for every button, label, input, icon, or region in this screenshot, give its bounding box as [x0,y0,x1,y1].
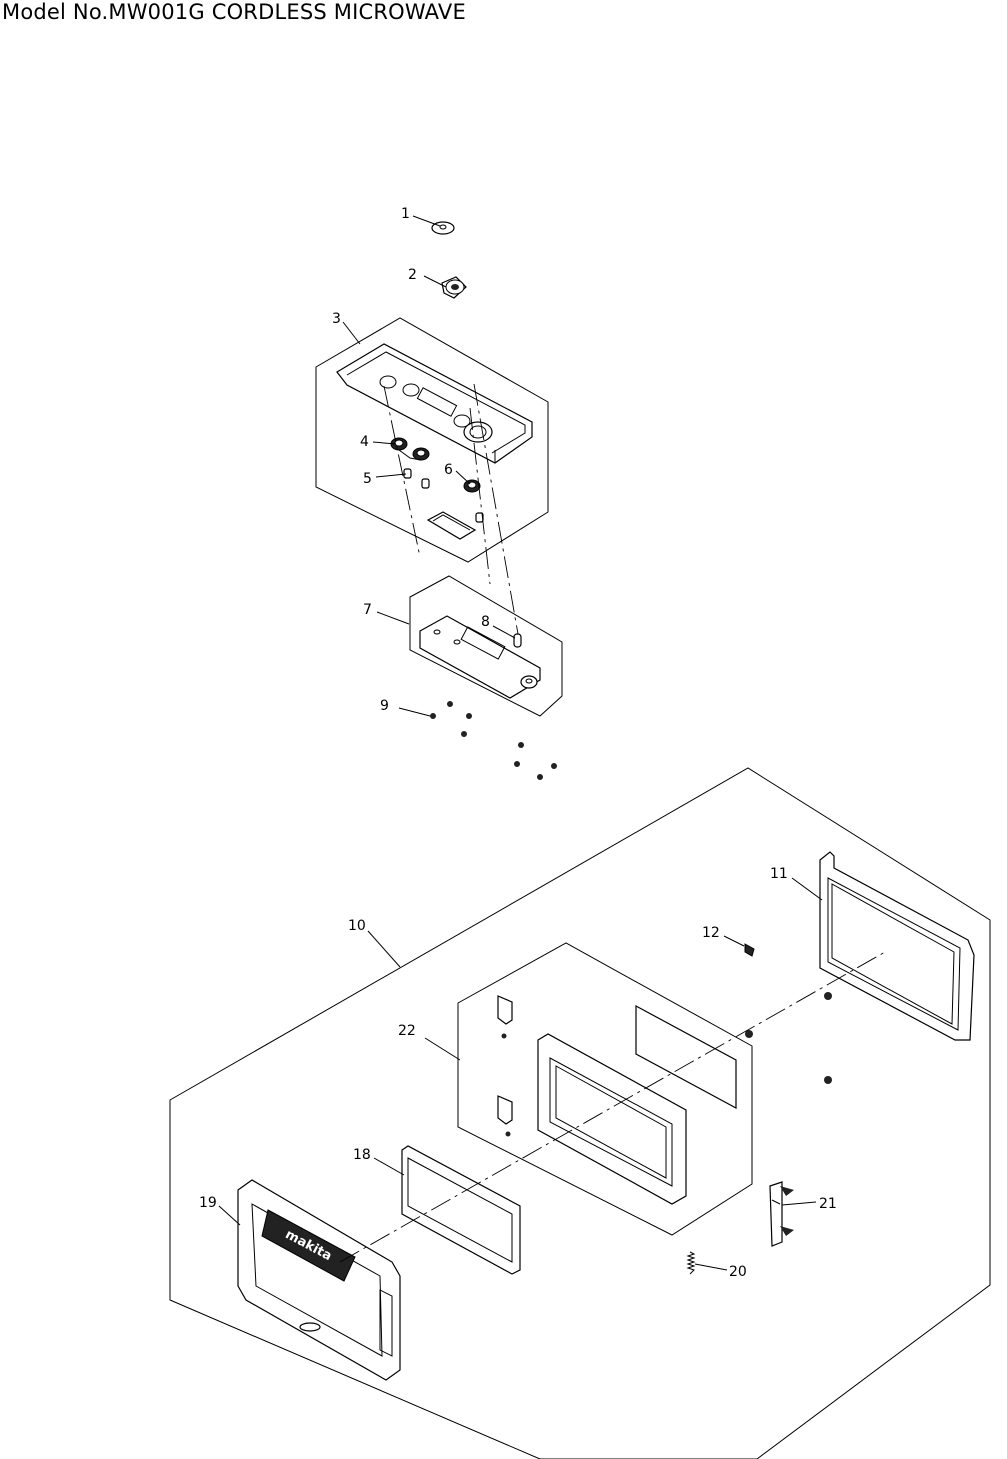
part-front-door: makita [237,1179,401,1381]
callout-7: 7 [363,602,372,618]
part-button-left [390,437,430,461]
callout-20: 20 [729,1264,747,1280]
model-title: Model No.MW001G CORDLESS MICROWAVE [2,0,466,24]
part-control-panel-housing [336,343,533,464]
group-box-door-assembly [169,767,991,1459]
part-door-glass [401,1145,521,1275]
callout-1: 1 [401,206,410,222]
callout-9: 9 [380,698,389,714]
alignment-lines-upper [383,383,519,635]
callout-11: 11 [770,866,788,882]
callout-3: 3 [332,311,341,327]
group-box-control-panel [315,317,549,563]
part-door-frame-back [819,851,975,1041]
callout-6: 6 [444,462,453,478]
group-box-door-frame [457,942,753,1236]
callout-21: 21 [819,1196,837,1212]
part-light-pipe [513,633,522,648]
callout-8: 8 [481,614,490,630]
part-display-lens [426,511,477,540]
part-pcb [419,615,541,699]
part-door-screws [744,943,832,1084]
leader-lines [218,215,823,1271]
callout-19: 19 [199,1195,217,1211]
group-box-pcb [409,575,563,717]
callout-4: 4 [360,434,369,450]
part-spacer [403,468,484,523]
part-inner-door-frame [497,995,737,1205]
callout-12: 12 [702,925,720,941]
part-spring [686,1251,696,1275]
part-latch [769,1181,794,1247]
callout-18: 18 [353,1147,371,1163]
part-screws [430,701,557,780]
part-button-right [463,479,481,493]
callout-5: 5 [363,471,372,487]
callout-22: 22 [398,1023,416,1039]
callout-10: 10 [348,918,366,934]
callout-2: 2 [408,267,417,283]
part-knob [441,276,467,299]
